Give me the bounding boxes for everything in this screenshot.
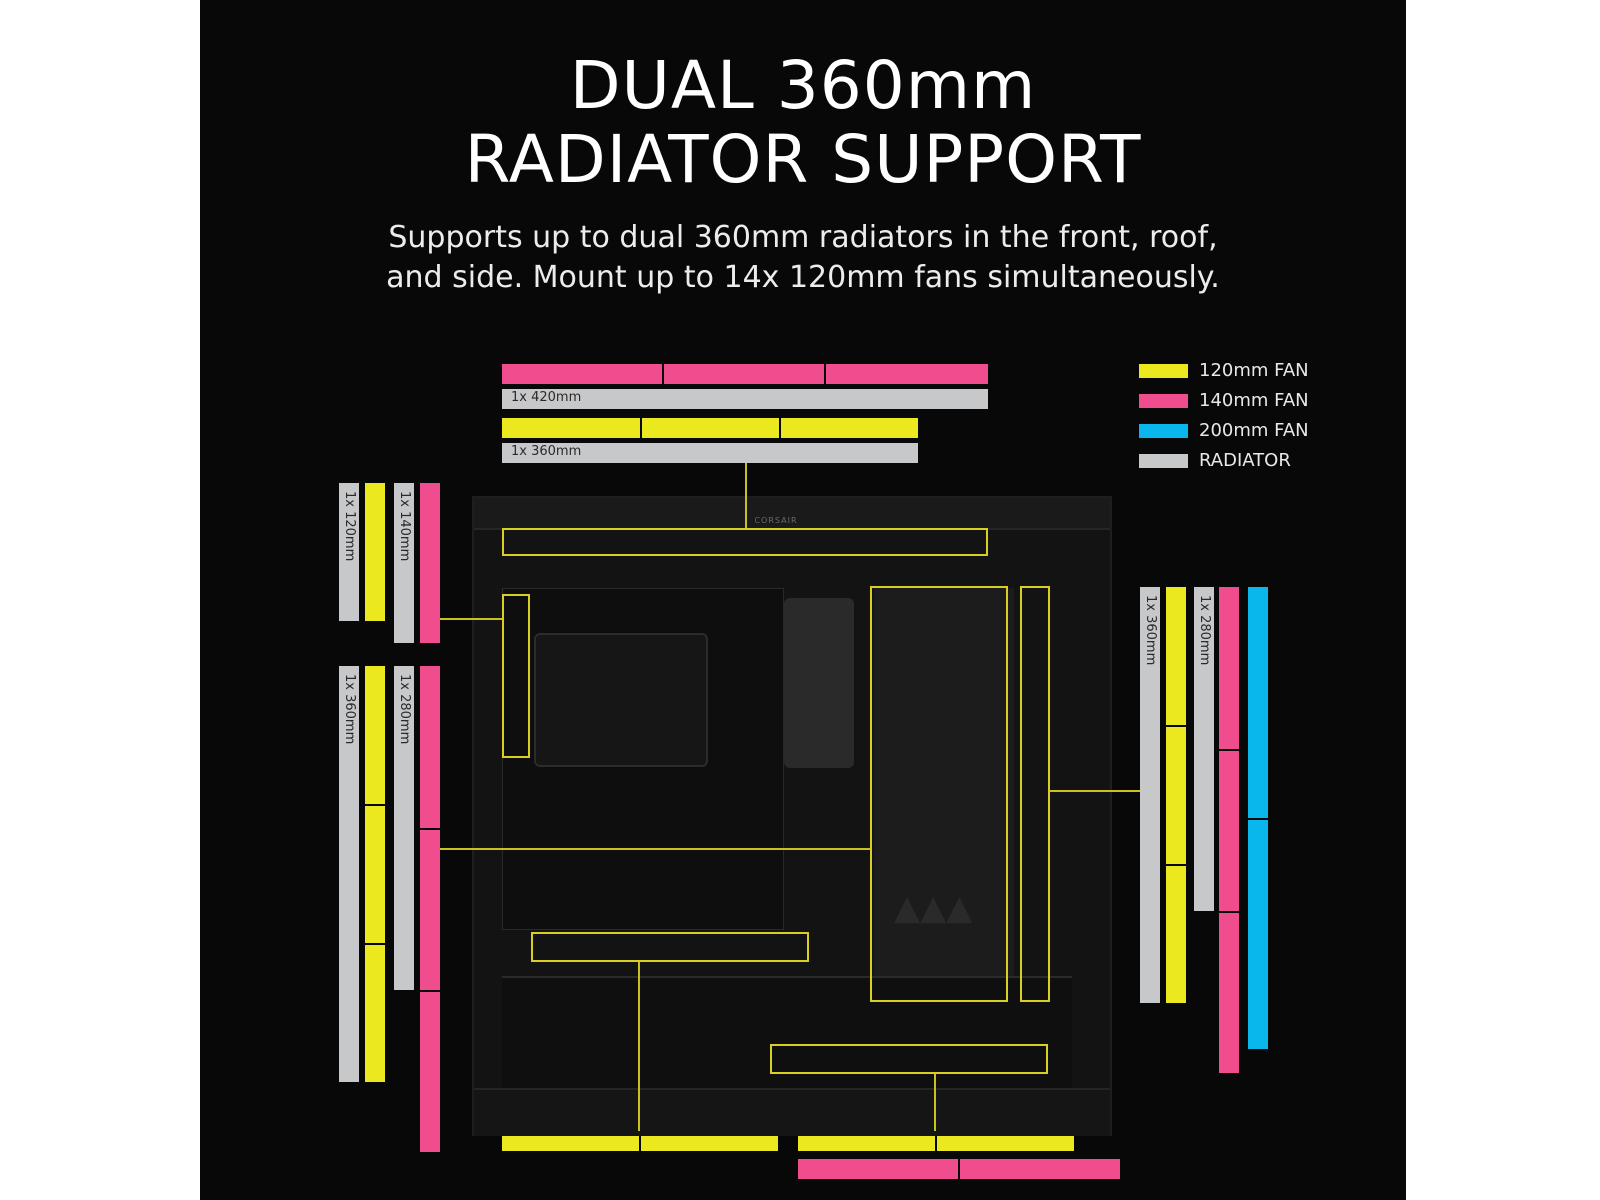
legend-label-140mm-fan: 140mm FAN	[1199, 390, 1309, 411]
legend-label-radiator: RADIATOR	[1199, 450, 1291, 471]
front-280mm-radiator-bar: 1x 280mm	[1194, 587, 1214, 911]
bottom-left-120mm-fan-bar	[502, 1131, 778, 1151]
top-360mm-radiator-bar: 1x 360mm	[502, 443, 918, 463]
corsair-sails-logo: ▲▲▲	[894, 888, 973, 928]
legend-label-120mm-fan: 120mm FAN	[1199, 360, 1309, 381]
feature-panel: DUAL 360mm RADIATOR SUPPORT Supports up …	[200, 0, 1406, 1200]
cpu-cooler-bracket	[534, 633, 708, 767]
rear-mount-frame	[502, 594, 530, 758]
rear-120mm-label: 1x 120mm	[342, 491, 357, 562]
case-top-panel	[474, 498, 1110, 530]
side-280mm-radiator-bar: 1x 280mm	[394, 666, 414, 990]
top-mount-frame	[502, 528, 988, 556]
top-420mm-radiator-bar: 1x 420mm	[502, 389, 988, 409]
bottom-left-mount-frame	[531, 932, 809, 962]
legend-swatch-radiator	[1139, 454, 1188, 468]
front-140mm-fan-bar	[1219, 587, 1239, 1073]
top-360mm-label: 1x 360mm	[511, 444, 582, 459]
bottom-right-mount-frame	[770, 1044, 1048, 1074]
front-leader-line	[1050, 790, 1140, 792]
heading-line-2: RADIATOR SUPPORT	[464, 121, 1142, 198]
case-bottom-panel	[474, 1088, 1110, 1136]
case-brand-logo: CORSAIR	[754, 516, 798, 525]
front-mount-frame	[1020, 586, 1050, 1002]
front-200mm-fan-bar	[1248, 587, 1268, 1049]
case-illustration: CORSAIR ▲▲▲	[472, 496, 1112, 1136]
legend-swatch-200mm-fan	[1139, 424, 1188, 438]
description-line-1: Supports up to dual 360mm radiators in t…	[388, 220, 1218, 255]
side-360mm-label: 1x 360mm	[342, 674, 357, 745]
rear-120mm-fan-bar	[365, 483, 385, 621]
side-360mm-radiator-bar: 1x 360mm	[339, 666, 359, 1082]
front-360mm-label: 1x 360mm	[1143, 595, 1158, 666]
rear-120mm-radiator-bar: 1x 120mm	[339, 483, 359, 621]
top-420mm-label: 1x 420mm	[511, 390, 582, 405]
side-leader-line	[440, 848, 870, 850]
front-360mm-radiator-bar: 1x 360mm	[1140, 587, 1160, 1003]
bottom-right-120mm-fan-bar	[798, 1131, 1074, 1151]
side-120mm-fan-bar	[365, 666, 385, 1082]
side-140mm-fan-bar	[420, 666, 440, 1152]
rear-leader-line	[440, 618, 502, 620]
heading-line-1: DUAL 360mm	[569, 47, 1037, 124]
front-120mm-fan-bar	[1166, 587, 1186, 1003]
gpu-holder	[784, 598, 854, 768]
top-leader-line	[745, 463, 747, 528]
cable-cover	[874, 588, 1014, 998]
top-120mm-fan-bar	[502, 418, 918, 438]
top-140mm-fan-bar	[502, 364, 988, 384]
side-mount-frame	[870, 586, 1008, 1002]
legend-label-200mm-fan: 200mm FAN	[1199, 420, 1309, 441]
legend-swatch-120mm-fan	[1139, 364, 1188, 378]
bottom-140mm-fan-bar	[798, 1159, 1120, 1179]
bottom-right-leader-line	[934, 1074, 936, 1131]
side-280mm-label: 1x 280mm	[397, 674, 412, 745]
description-line-2: and side. Mount up to 14x 120mm fans sim…	[386, 260, 1220, 295]
bottom-left-leader-line	[638, 962, 640, 1131]
front-280mm-label: 1x 280mm	[1197, 595, 1212, 666]
legend-swatch-140mm-fan	[1139, 394, 1188, 408]
rear-140mm-label: 1x 140mm	[397, 491, 412, 562]
rear-140mm-fan-bar	[420, 483, 440, 643]
psu-shroud	[502, 976, 1072, 1088]
rear-140mm-radiator-bar: 1x 140mm	[394, 483, 414, 643]
